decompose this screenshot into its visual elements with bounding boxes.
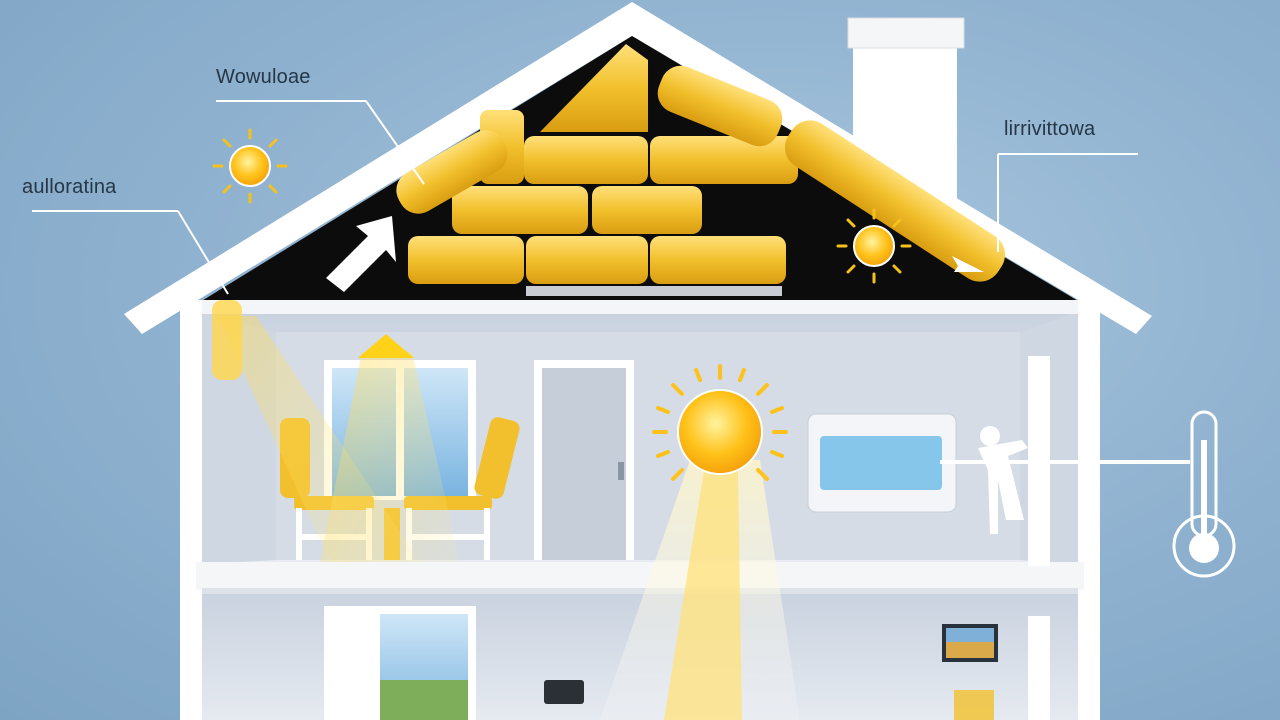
light-beam	[218, 316, 800, 720]
sun-icon	[652, 364, 788, 481]
door-frame	[1028, 356, 1050, 566]
door-frame	[1028, 616, 1050, 720]
attic-insulation	[396, 44, 1006, 296]
sun-icon	[836, 208, 912, 284]
thermometer-icon	[1172, 410, 1236, 578]
door	[534, 360, 634, 560]
label-top-left: Wowuloae	[216, 66, 311, 88]
arrow-icon	[952, 256, 984, 272]
label-top-right: lirrivittowa	[1004, 118, 1096, 140]
sun-icon	[212, 128, 288, 204]
wall-switch	[544, 680, 584, 704]
thermostat-icon	[807, 413, 1190, 513]
person-figure	[978, 426, 1028, 534]
wall-light	[212, 300, 242, 380]
window	[324, 606, 476, 720]
arrow-icon	[326, 216, 396, 292]
ceiling-lamp	[358, 334, 414, 358]
lamp	[954, 690, 994, 720]
callout-line	[216, 100, 366, 102]
label-mid-left: aulloratina	[22, 176, 117, 198]
